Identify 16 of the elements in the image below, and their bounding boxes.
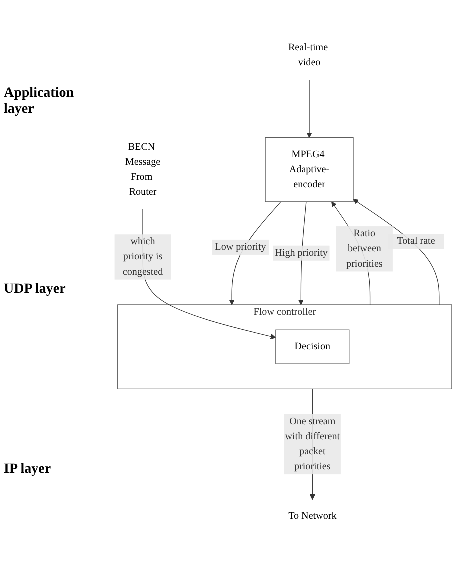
edge-label: High priority [275,247,328,258]
edge-label: which priority is congested [122,236,164,277]
layer-label: IP layer [4,462,52,478]
edge-label: Ratio between priorities [346,228,383,269]
edge-label: Total rate [397,236,436,246]
node-box: MPEG4 Adaptive-encoder [265,137,354,202]
layer-label: Application layer [4,86,76,118]
layer-label: UDP layer [4,282,67,298]
edge-label: Low priority [215,241,266,252]
node-text: Real-time video [288,42,328,68]
arrow [306,79,312,138]
node-box: Decision [276,329,350,364]
node-text: To Network [288,510,337,522]
node-text: BECN Message From Router [125,141,161,198]
edge-label: One stream with different packet priorities [285,416,340,472]
arrow [142,208,276,340]
